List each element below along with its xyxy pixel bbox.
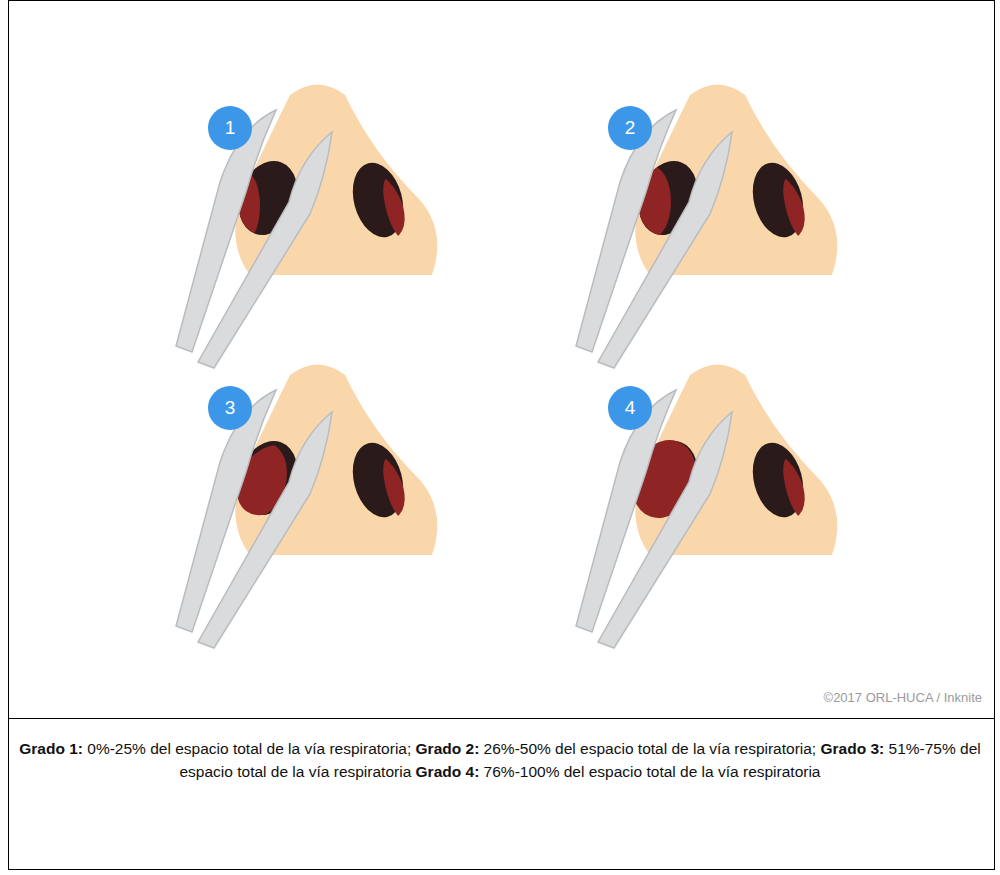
callout-text: 1 [225, 117, 236, 139]
watermark: ©2017 ORL-HUCA / Inknite [824, 690, 982, 705]
grade-1-figure [176, 85, 437, 369]
callout-text: 2 [625, 117, 636, 139]
callout-text: 4 [625, 397, 636, 419]
callout-number: 1 [208, 106, 252, 150]
caption-divider [9, 718, 995, 719]
grade-3-figure [176, 365, 437, 649]
callout-number: 2 [608, 106, 652, 150]
callout-text: 3 [225, 397, 236, 419]
callout-number: 4 [608, 386, 652, 430]
grade-4-figure [576, 365, 837, 649]
grade-2-figure [576, 85, 837, 369]
callout-number: 3 [208, 386, 252, 430]
outer-border [9, 1, 995, 870]
caption: Grado 1: 0%-25% del espacio total de la … [14, 737, 986, 783]
